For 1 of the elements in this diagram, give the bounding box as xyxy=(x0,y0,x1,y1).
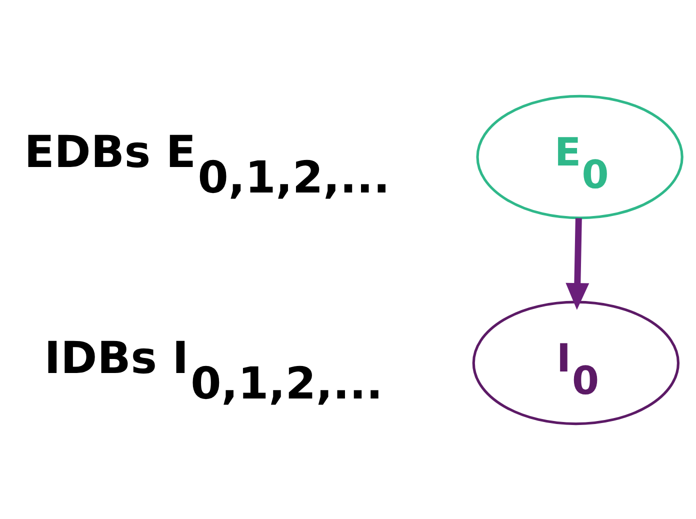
arrow xyxy=(566,218,590,310)
